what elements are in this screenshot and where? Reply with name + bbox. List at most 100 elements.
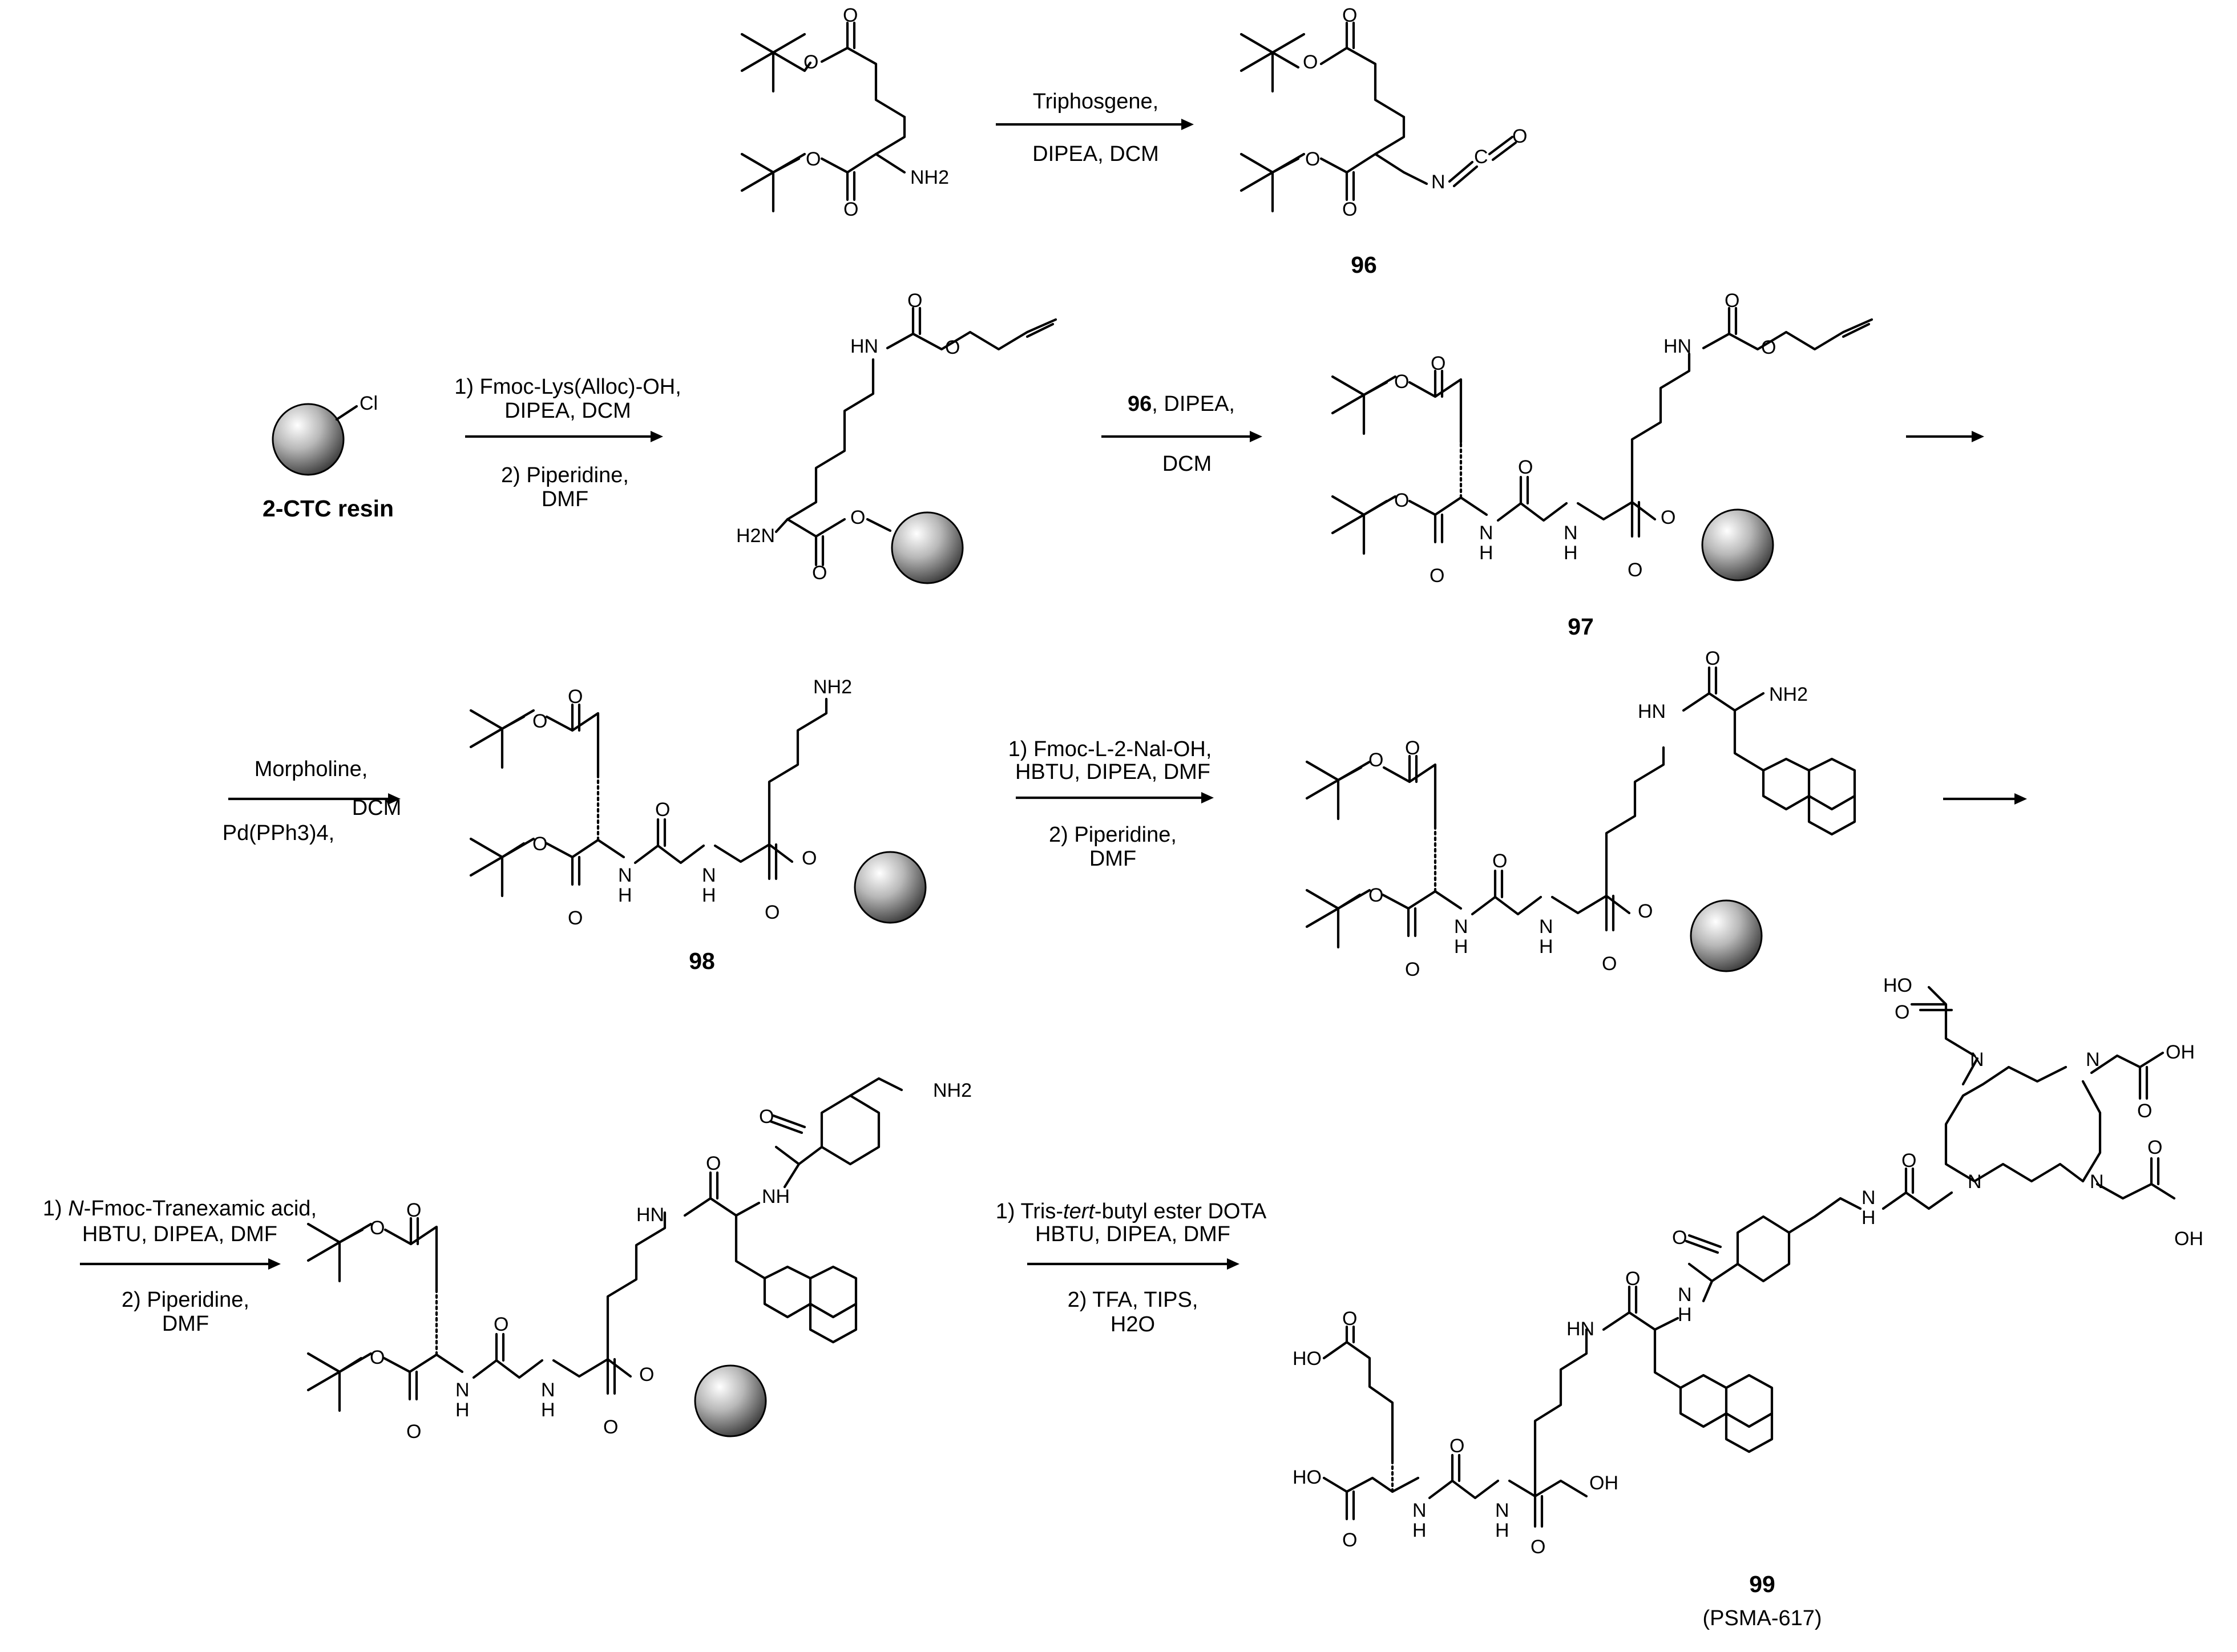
urea-nh: N xyxy=(1495,1500,1509,1521)
reaction-arrow-6: 1) N-Fmoc-Tranexamic acid, HBTU, DIPEA, … xyxy=(43,1197,317,1336)
dota-ring-nitrogen: N xyxy=(1968,1171,1982,1193)
urea-nh: N xyxy=(541,1379,555,1401)
2-ctc-resin: Cl 2-CTC resin xyxy=(263,393,394,522)
urea-h: H xyxy=(1495,1520,1509,1541)
reagent-hbtu-dipea-dmf: HBTU, DIPEA, DMF xyxy=(82,1222,277,1246)
compound-label-99: 99 xyxy=(1749,1571,1775,1597)
psma-617-structure: HO O HO O N H O N H O OH HN O N H O N H … xyxy=(1293,975,2203,1630)
compound-name-psma-617: (PSMA-617) xyxy=(1702,1606,1822,1630)
carbonyl-oxygen: O xyxy=(1430,565,1444,587)
urea-h: H xyxy=(1454,936,1468,958)
dota-carbonyl-oxygen: O xyxy=(1895,1001,1909,1023)
amine-h2n-label: H2N xyxy=(736,525,775,547)
carbonyl-oxygen: O xyxy=(812,562,827,584)
ester-oxygen: O xyxy=(370,1347,385,1368)
dota-amide-nh: N xyxy=(1862,1187,1876,1209)
compound-label-98: 98 xyxy=(689,948,715,974)
carbonyl-oxygen: O xyxy=(1405,959,1420,980)
carbonyl-oxygen: O xyxy=(1342,199,1357,220)
carbonyl-oxygen: O xyxy=(406,1199,421,1221)
urea-h: H xyxy=(455,1399,470,1421)
reaction-arrow-1: Triphosgene, DIPEA, DCM xyxy=(996,90,1194,166)
urea-h: H xyxy=(541,1399,555,1421)
ester-oxygen: O xyxy=(802,847,817,869)
urea-h: H xyxy=(618,884,632,906)
ether-oxygen: O xyxy=(945,337,960,358)
dota-carboxyl-hydroxyl: HO xyxy=(1883,975,1912,996)
reagent-dcm: DCM xyxy=(352,796,402,820)
reagent-dipea-dcm: DIPEA, DCM xyxy=(1032,142,1159,166)
chloride-label: Cl xyxy=(360,393,378,414)
tranexamic-carbonyl-oxygen: O xyxy=(759,1106,774,1128)
amide-oxygen: O xyxy=(1625,1268,1640,1290)
urea-h: H xyxy=(1539,936,1553,958)
dota-carboxyl-hydroxyl: OH xyxy=(2166,1041,2195,1063)
reagent-triphosgene: Triphosgene, xyxy=(1033,90,1158,114)
isocyanate-96-structure: O O O O N C O 96 xyxy=(1239,5,1527,278)
dota-ring-nitrogen: N xyxy=(2090,1171,2104,1193)
dota-ring-nitrogen: N xyxy=(1970,1049,1984,1071)
ester-oxygen: O xyxy=(1638,900,1653,922)
reagent-dmf: DMF xyxy=(542,487,588,511)
carbamate-nh: HN xyxy=(850,336,878,357)
ester-oxygen: O xyxy=(370,1217,385,1239)
nal-resin-structure: O O O O N H O N H O O HN O NH2 xyxy=(1305,648,1856,980)
urea-nh: N xyxy=(1539,916,1553,938)
glutamate-di-tert-butyl-ester: O O O O NH2 xyxy=(740,5,949,220)
urea-oxygen: O xyxy=(494,1314,508,1335)
carbonyl-oxygen: O xyxy=(568,907,583,929)
isocyanate-carbon: C xyxy=(1474,146,1488,168)
ester-oxygen: O xyxy=(1305,148,1320,170)
dota-carbonyl-oxygen: O xyxy=(2137,1100,2152,1122)
resin-label: 2-CTC resin xyxy=(263,495,394,522)
reaction-arrow-7: 1) Tris-tert-butyl ester DOTA HBTU, DIPE… xyxy=(996,1199,1267,1336)
reaction-arrow-2: 1) Fmoc-Lys(Alloc)-OH, DIPEA, DCM 2) Pip… xyxy=(454,375,681,511)
dota-carboxyl-hydroxyl: OH xyxy=(2174,1228,2203,1250)
ester-oxygen: O xyxy=(1368,749,1383,771)
reagent-tranexamic-text: -Fmoc-Tranexamic acid, xyxy=(84,1197,317,1221)
reagent-dipea-dcm: DIPEA, DCM xyxy=(504,399,631,423)
urea-nh: N xyxy=(1479,522,1493,544)
reagent-tris-tert-butyl-dota: 1) Tris-tert-butyl ester DOTA xyxy=(996,1199,1267,1223)
urea-nh: N xyxy=(702,865,716,886)
urea-97-structure: O O O O N H O N H O O HN O O 97 xyxy=(1331,290,1873,640)
amide-nh: NH xyxy=(762,1186,790,1207)
reagent-dmf: DMF xyxy=(1089,847,1136,871)
ether-oxygen: O xyxy=(1761,337,1776,358)
reagent-dota-text: -butyl ester DOTA xyxy=(1095,1199,1267,1223)
tranexamic-resin-structure: O O O O N H O N H O O HN O NH O NH2 xyxy=(306,1077,972,1443)
reaction-arrow-continue-row3 xyxy=(1943,793,2027,805)
side-chain-carbonyl-oxygen: O xyxy=(1342,1308,1357,1330)
amide-nh: HN xyxy=(1638,701,1666,722)
reagent-hbtu-dipea-dmf: HBTU, DIPEA, DMF xyxy=(1035,1222,1230,1246)
urea-oxygen: O xyxy=(1449,1435,1464,1457)
reaction-arrow-continue-row2 xyxy=(1906,431,1984,442)
lysine-carboxyl-hydroxyl: OH xyxy=(1589,1472,1618,1494)
reagent-fmoc-tranexamic: 1) N-Fmoc-Tranexamic acid, xyxy=(43,1197,317,1221)
compound-label-97: 97 xyxy=(1568,613,1594,640)
carbamate-oxygen: O xyxy=(907,290,922,312)
reagent-dipea: , DIPEA, xyxy=(1152,392,1235,416)
reagent-fmoc-nal: 1) Fmoc-L-2-Nal-OH, xyxy=(1008,737,1212,761)
urea-nh: N xyxy=(1412,1500,1427,1521)
ester-oxygen: O xyxy=(1394,490,1409,511)
carbamate-nh: HN xyxy=(1663,336,1691,357)
ester-oxygen: O xyxy=(532,833,547,855)
lysine-carbonyl-oxygen: O xyxy=(1531,1536,1545,1558)
lysine-nh2-label: NH2 xyxy=(813,676,852,698)
reagent-italic-n: N xyxy=(68,1197,84,1221)
urea-oxygen: O xyxy=(1492,850,1507,872)
reagent-step-number: 1) xyxy=(43,1197,68,1221)
tranexamic-nh2: NH2 xyxy=(933,1080,972,1101)
reagent-tris-prefix: 1) Tris- xyxy=(996,1199,1063,1223)
urea-h: H xyxy=(1412,1520,1427,1541)
isocyanate-nitrogen: N xyxy=(1431,171,1445,193)
carbonyl-oxygen: O xyxy=(765,902,780,923)
reagent-morpholine: Morpholine, xyxy=(255,757,368,781)
carbonyl-oxygen: O xyxy=(843,5,858,26)
amide-nh: HN xyxy=(1566,1318,1594,1340)
reagent-water: H2O xyxy=(1111,1312,1155,1336)
amide-oxygen: O xyxy=(706,1153,721,1174)
alpha-carboxyl-hydroxyl: HO xyxy=(1293,1467,1322,1488)
ester-oxygen: O xyxy=(803,51,818,73)
